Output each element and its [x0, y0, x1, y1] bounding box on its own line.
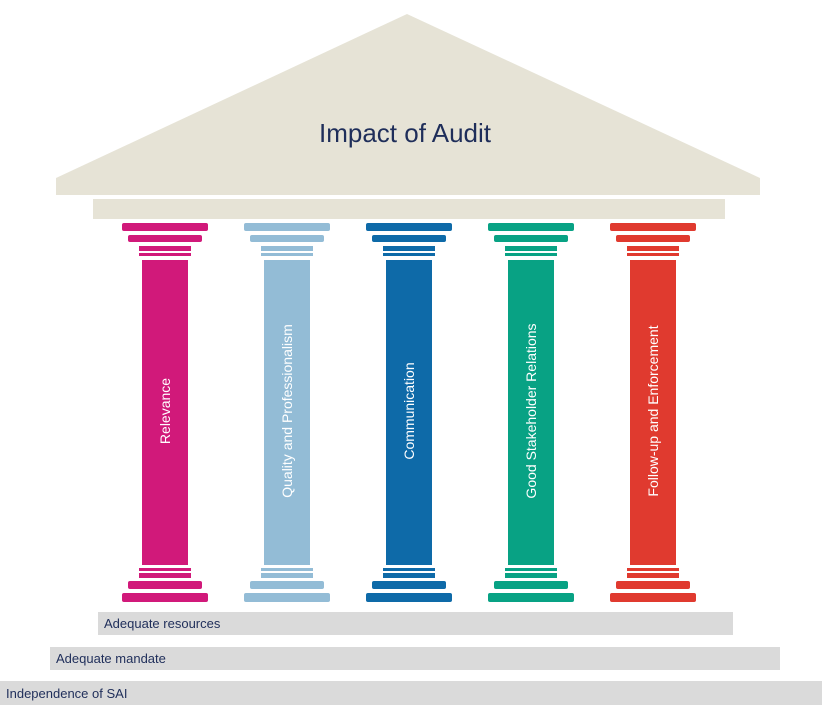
pillar-shaft	[142, 260, 188, 565]
foundation-step-resources: Adequate resources	[98, 612, 733, 635]
pillar-capital-ring-thin	[261, 253, 313, 256]
pillar-base-ring-thin	[383, 568, 435, 571]
pillar-capital-top	[610, 223, 696, 231]
pillar-3	[366, 223, 452, 602]
pillar-label-2: Quality and Professionalism	[279, 324, 295, 498]
beam	[93, 199, 725, 219]
pillar-base-bottom	[366, 593, 452, 602]
foundation-step-independence: Independence of SAI	[0, 681, 822, 705]
pillar-capital-ring	[139, 246, 191, 251]
foundation-step-mandate: Adequate mandate	[50, 647, 780, 670]
pillar-capital-top	[488, 223, 574, 231]
pillar-label-3: Communication	[401, 362, 417, 460]
pillar-capital-mid	[494, 235, 568, 242]
pillar-base-mid	[372, 581, 446, 589]
foundation-label-mandate: Adequate mandate	[56, 651, 166, 666]
pillar-label-1: Relevance	[157, 377, 173, 445]
pillar-capital-mid	[128, 235, 202, 242]
pillar-base-mid	[128, 581, 202, 589]
pillar-1	[122, 223, 208, 602]
pillar-capital-mid	[372, 235, 446, 242]
pillar-capital-mid	[616, 235, 690, 242]
pillar-base-bottom	[488, 593, 574, 602]
pillar-base-ring-thin	[261, 568, 313, 571]
pillar-5	[610, 223, 696, 602]
pillar-label-4: Good Stakeholder Relations	[523, 323, 539, 499]
pillar-base-mid	[250, 581, 324, 589]
pillars-group	[122, 223, 696, 602]
pillar-base-ring-thin	[139, 568, 191, 571]
pillar-base-ring	[139, 573, 191, 578]
pillar-base-ring	[383, 573, 435, 578]
pillar-capital-ring-thin	[505, 253, 557, 256]
foundation-label-independence: Independence of SAI	[6, 685, 128, 701]
pillar-shaft	[264, 260, 310, 565]
pillar-base-ring	[505, 573, 557, 578]
foundation-label-resources: Adequate resources	[104, 616, 221, 631]
pillar-capital-mid	[250, 235, 324, 242]
pillar-capital-ring-thin	[627, 253, 679, 256]
pillar-capital-ring	[383, 246, 435, 251]
pillar-capital-top	[122, 223, 208, 231]
pillar-4	[488, 223, 574, 602]
pillar-capital-ring-thin	[383, 253, 435, 256]
pillar-base-ring-thin	[627, 568, 679, 571]
pillar-base-ring	[261, 573, 313, 578]
pillar-base-mid	[616, 581, 690, 589]
pillar-shaft	[630, 260, 676, 565]
pillar-capital-top	[244, 223, 330, 231]
pillar-base-bottom	[610, 593, 696, 602]
roof	[56, 14, 760, 195]
pillar-2	[244, 223, 330, 602]
pillar-label-5: Follow-up and Enforcement	[645, 325, 661, 497]
pillar-capital-ring-thin	[139, 253, 191, 256]
pillar-capital-top	[366, 223, 452, 231]
pillar-base-bottom	[244, 593, 330, 602]
pillar-capital-ring	[505, 246, 557, 251]
pillar-base-ring-thin	[505, 568, 557, 571]
diagram-title: Impact of Audit	[319, 118, 491, 148]
pillar-capital-ring	[261, 246, 313, 251]
pillar-base-mid	[494, 581, 568, 589]
pillar-shaft	[508, 260, 554, 565]
pillar-shaft	[386, 260, 432, 565]
pillar-base-ring	[627, 573, 679, 578]
pillar-base-bottom	[122, 593, 208, 602]
pillar-capital-ring	[627, 246, 679, 251]
